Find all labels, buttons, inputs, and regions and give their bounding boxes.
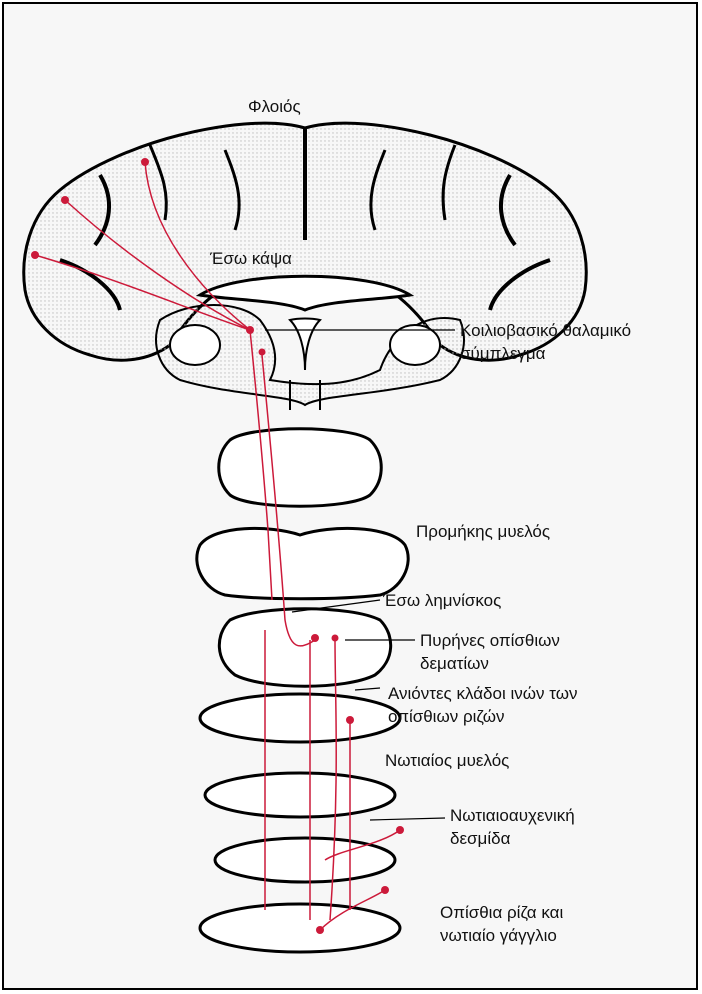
medulla-section bbox=[197, 528, 408, 598]
cortex-neuron-3 bbox=[31, 251, 39, 259]
label-dorsal-root-1: Οπίσθια ρίζα και bbox=[440, 902, 563, 923]
spinal-neuron-2 bbox=[316, 926, 324, 934]
label-medial-lemniscus: Έσω λημνίσκος bbox=[383, 590, 501, 611]
leader-fasciculus bbox=[370, 818, 445, 820]
label-ascending-branches-2: οπίσθιων ριζών bbox=[388, 706, 505, 727]
label-thalamic-complex-2: σύμπλεγμα bbox=[460, 343, 546, 364]
label-thalamic-complex-1: Κοιλιοβασικό θαλαμικό bbox=[460, 320, 631, 341]
lower-medulla-section bbox=[219, 609, 390, 687]
dorsal-nucleus-neuron-1 bbox=[311, 634, 319, 642]
left-basal-ganglia bbox=[170, 325, 220, 365]
label-ascending-branches-1: Ανιόντες κλάδοι ινών των bbox=[388, 683, 577, 704]
label-spinal-cord: Νωτιαίος μυελός bbox=[385, 750, 509, 771]
label-internal-capsule: Έσω κάψα bbox=[210, 248, 292, 269]
spinal-section-4 bbox=[200, 904, 400, 952]
leader-ascending bbox=[355, 688, 380, 690]
thalamic-neuron-2 bbox=[259, 349, 266, 356]
dorsal-root-ganglion bbox=[381, 886, 389, 894]
label-dorsal-nuclei-2: δεματίων bbox=[420, 653, 489, 674]
dorsal-nucleus-neuron-2 bbox=[332, 635, 339, 642]
label-cortex: Φλοιός bbox=[248, 96, 301, 117]
label-fasciculus-2: δεσμίδα bbox=[450, 828, 510, 849]
spinal-section-1 bbox=[200, 694, 400, 742]
spinal-neuron-1 bbox=[346, 716, 354, 724]
label-medulla: Προμήκης μυελός bbox=[416, 521, 550, 542]
midbrain-section bbox=[219, 429, 382, 507]
brain-section bbox=[24, 123, 586, 410]
label-fasciculus-1: Νωτιαιοαυχενική bbox=[450, 805, 575, 826]
cortex-neuron-2 bbox=[61, 196, 69, 204]
spinal-cord-sections bbox=[200, 694, 400, 952]
fasciculus-neuron bbox=[396, 826, 404, 834]
third-ventricle bbox=[290, 319, 320, 371]
brainstem-sections bbox=[197, 429, 408, 687]
label-dorsal-root-2: νωτιαίο γάγγλιο bbox=[440, 925, 557, 946]
right-basal-ganglia bbox=[390, 325, 440, 365]
label-dorsal-nuclei-1: Πυρήνες οπίσθιων bbox=[420, 630, 560, 651]
cortex-neuron-1 bbox=[141, 158, 149, 166]
spinal-section-2 bbox=[205, 773, 395, 817]
thalamic-neuron-1 bbox=[246, 326, 254, 334]
